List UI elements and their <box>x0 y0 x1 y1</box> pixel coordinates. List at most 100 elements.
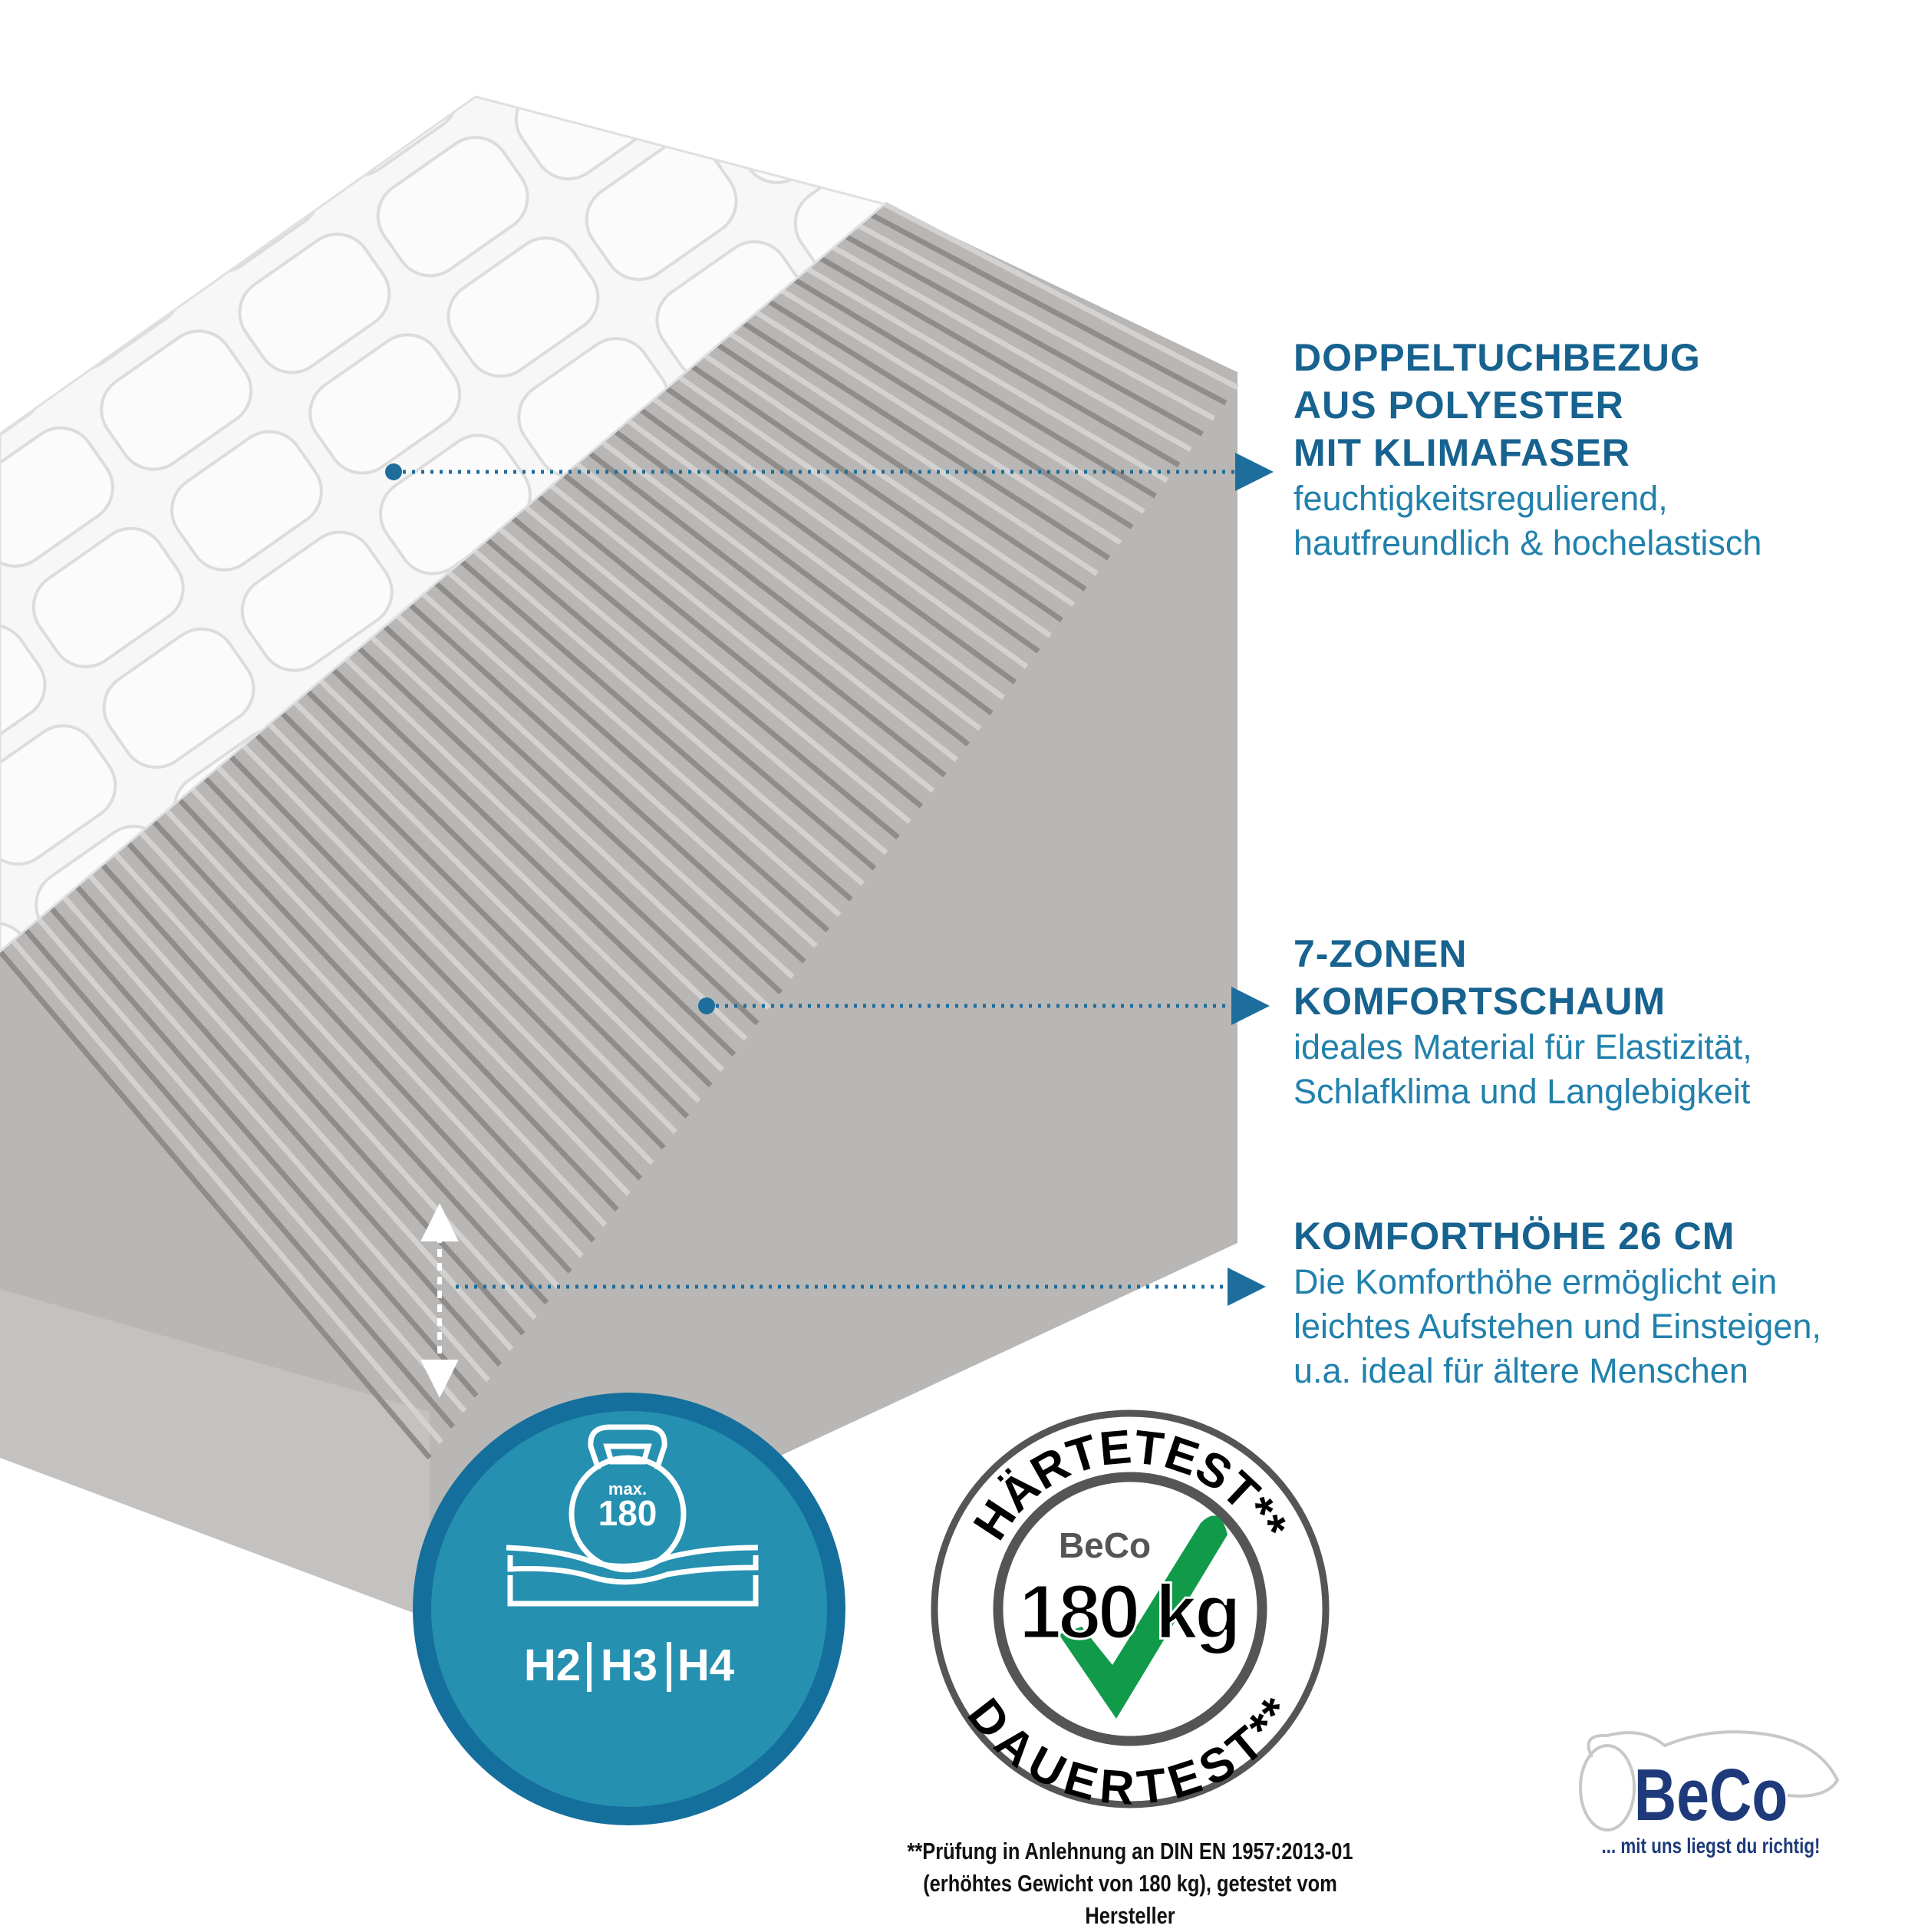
foam-rib <box>870 213 1228 406</box>
foam-rib <box>806 266 1169 483</box>
mattress-icon <box>506 1545 759 1607</box>
foam-rib <box>460 559 853 902</box>
feature-heading: 7-ZONEN <box>1293 932 1468 975</box>
foam-rib <box>511 516 900 839</box>
foam-rib <box>151 819 572 1274</box>
foam-rib <box>382 624 783 995</box>
foam-rib <box>601 440 982 731</box>
foam-rib <box>408 602 806 964</box>
foam-rib <box>370 635 771 1011</box>
feature-heading: DOPPELTUCHBEZUG <box>1293 336 1701 379</box>
foam-rib <box>780 288 1145 514</box>
foam-rib <box>254 733 666 1150</box>
foam-rib <box>588 450 971 747</box>
foam-rib <box>690 364 1064 623</box>
hardness-h2: H2 <box>524 1640 581 1690</box>
feature-height: KOMFORTHÖHE 26 CM Die Komforthöhe ermögl… <box>1293 1212 1821 1393</box>
foam-rib <box>536 494 924 809</box>
hardness-h3: H3 <box>601 1640 657 1690</box>
feature-body: leichtes Aufstehen und Einsteigen, <box>1293 1307 1821 1346</box>
foam-rib <box>190 786 608 1228</box>
foam-rib <box>113 852 537 1320</box>
foam-rib <box>433 581 830 933</box>
foam-rib <box>344 657 748 1041</box>
foam-rib <box>549 483 935 793</box>
foam-rib <box>49 906 479 1398</box>
foam-rib <box>819 256 1181 468</box>
foam-rib <box>357 646 760 1026</box>
foam-rib <box>216 765 631 1196</box>
foam-rib <box>421 592 818 948</box>
foam-rib <box>203 776 619 1212</box>
foam-rib <box>485 537 877 871</box>
stamp-weight: 180 kg <box>1019 1569 1241 1655</box>
max-value: 180 <box>598 1493 657 1533</box>
foam-rib <box>292 700 701 1103</box>
foam-rib <box>793 277 1157 499</box>
stamp-brand: BeCo <box>1059 1525 1151 1565</box>
feature-body: Schlafklima und Langlebigkeit <box>1293 1072 1751 1111</box>
foam-end-face <box>0 1289 430 1619</box>
foam-rib <box>331 668 737 1057</box>
foam-rib <box>832 245 1192 452</box>
hardness-h4: H4 <box>677 1640 734 1690</box>
footnote-line: **Prüfung in Anlehnung an DIN EN 1957:20… <box>907 1838 1353 1864</box>
footnote-line: (erhöhtes Gewicht von 180 kg), getestet … <box>923 1870 1337 1929</box>
feature-body: ideales Material für Elastizität, <box>1293 1027 1752 1067</box>
feature-body: u.a. ideal für ältere Menschen <box>1293 1351 1748 1390</box>
logo-tagline: ... mit uns liegst du richtig! <box>1601 1834 1821 1858</box>
foam-rib <box>677 374 1052 638</box>
max-label: max. <box>608 1479 647 1498</box>
foam-rib <box>139 830 561 1289</box>
foam-rib <box>716 342 1087 592</box>
bear-logo-icon <box>1579 1730 1840 1831</box>
foam-rib <box>729 331 1099 576</box>
foam-rib <box>883 201 1239 391</box>
feature-body: feuchtigkeitsregulierend, <box>1293 479 1668 518</box>
foam-rib <box>126 841 549 1305</box>
foam-rib <box>229 754 643 1181</box>
feature-heading: KOMFORTHÖHE 26 CM <box>1293 1215 1735 1258</box>
foam-rib <box>11 938 443 1445</box>
feature-body: hautfreundlich & hochelastisch <box>1293 523 1762 562</box>
feature-heading: AUS POLYESTER <box>1293 384 1624 427</box>
footnote: **Prüfung in Anlehnung an DIN EN 1957:20… <box>878 1835 1382 1932</box>
feature-heading: MIT KLIMAFASER <box>1293 431 1630 474</box>
foam-rib <box>101 862 526 1336</box>
foam-rib <box>23 928 456 1429</box>
test-stamp: HÄRTETEST** DAUERTEST** BeCo 180 kg <box>931 1409 1330 1815</box>
foam-rib <box>280 710 690 1119</box>
foam-rib <box>305 689 713 1088</box>
foam-rib <box>523 505 911 824</box>
foam-rib <box>664 386 1040 654</box>
foam-rib <box>767 299 1134 529</box>
callout-dot <box>385 463 402 480</box>
feature-body: Die Komforthöhe ermöglicht ein <box>1293 1262 1778 1301</box>
foam-rib <box>395 613 795 979</box>
foam-rib <box>857 223 1216 421</box>
foam-rib <box>639 407 1017 684</box>
foam-rib <box>575 462 958 762</box>
foam-rib <box>652 397 1029 669</box>
foam-rib <box>845 234 1204 437</box>
beco-logo: BeCo ... mit uns liegst du richtig! <box>1557 1726 1864 1858</box>
foam-rib <box>755 310 1122 546</box>
foam-rib <box>267 722 677 1134</box>
feature-foam: 7-ZONEN KOMFORTSCHAUM ideales Material f… <box>1293 930 1752 1114</box>
foam-rib <box>36 917 467 1413</box>
foam-rib <box>626 418 1005 701</box>
foam-rib <box>447 570 842 918</box>
quilted-cover <box>0 95 888 953</box>
height-arrow-icon <box>420 1203 459 1398</box>
foam-rib <box>562 473 947 778</box>
foam-rib <box>241 743 654 1165</box>
foam-core <box>0 201 1239 1619</box>
foam-rib <box>742 321 1111 561</box>
kettlebell-icon <box>568 1424 687 1573</box>
check-icon <box>1059 1515 1228 1719</box>
feature-heading: KOMFORTSCHAUM <box>1293 980 1666 1023</box>
foam-rib <box>704 353 1076 607</box>
foam-rib <box>318 678 724 1073</box>
foam-rib <box>177 797 596 1243</box>
foam-rib <box>498 526 888 856</box>
